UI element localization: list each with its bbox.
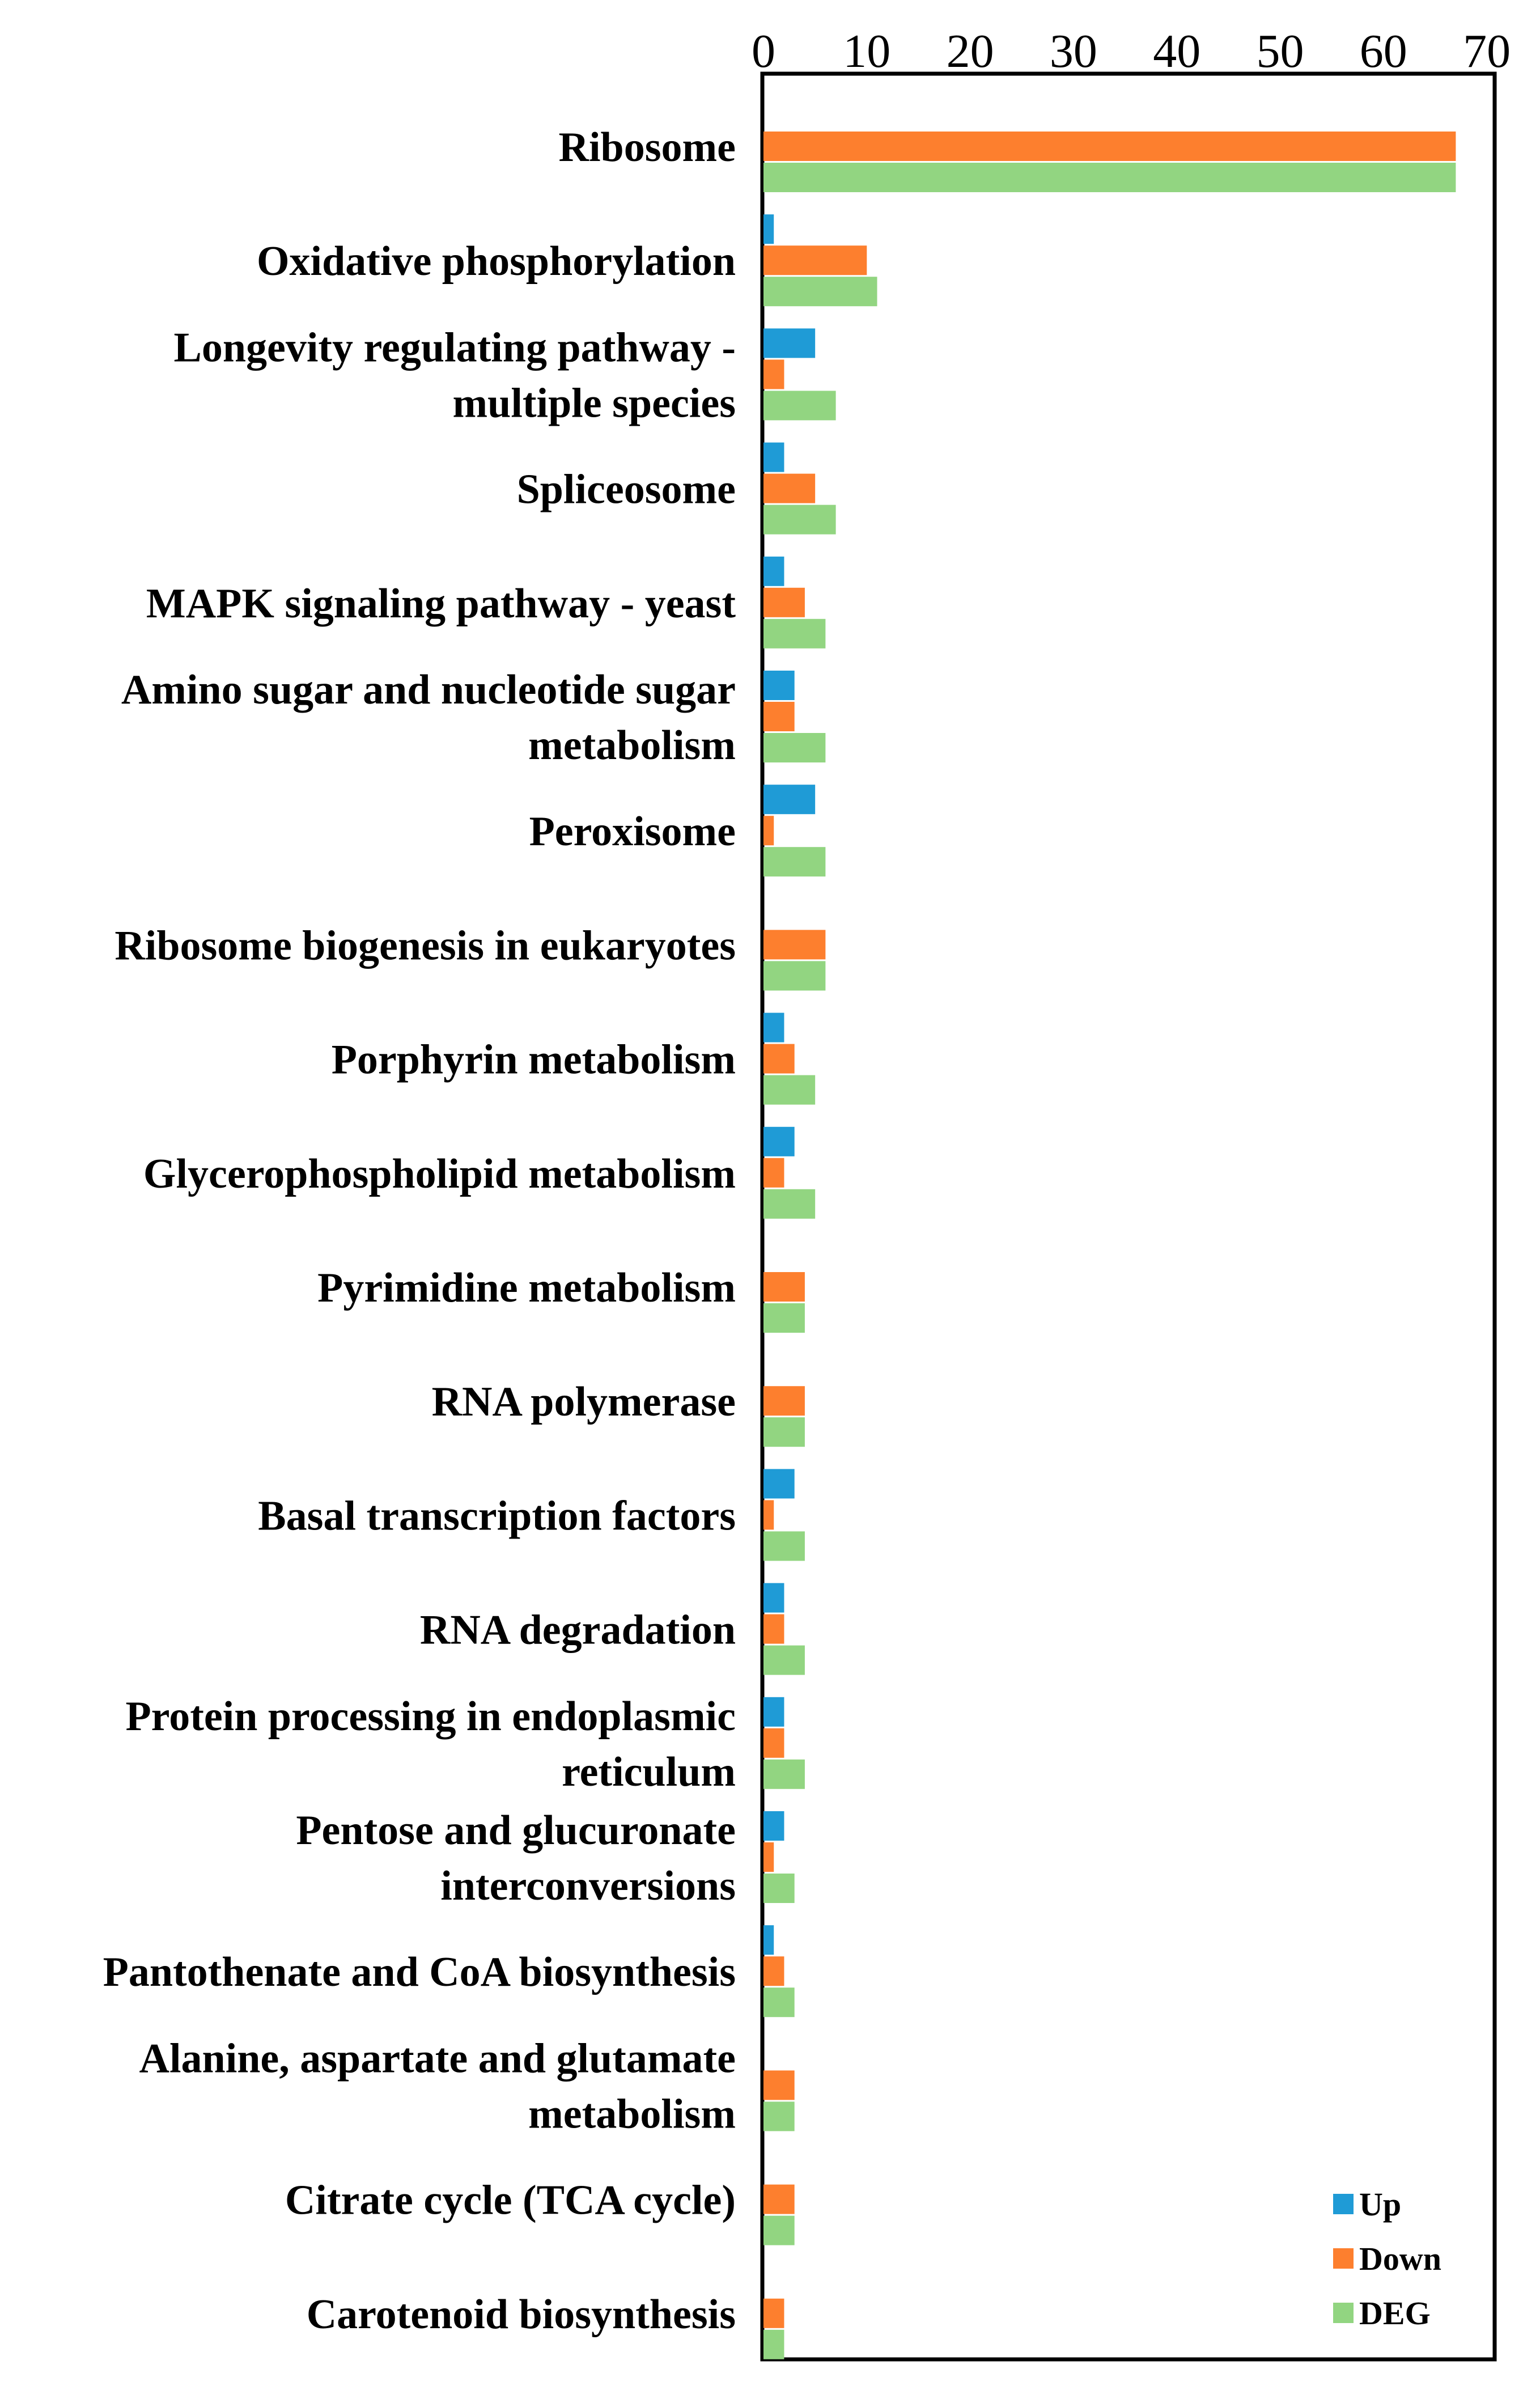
- category-label: Amino sugar and nucleotide sugar: [121, 667, 736, 713]
- bar-up: [763, 556, 784, 586]
- bar-down: [763, 1614, 784, 1644]
- legend-swatch-deg: [1333, 2303, 1354, 2323]
- category-label: Alanine, aspartate and glutamate: [139, 2035, 736, 2082]
- category-label: Peroxisome: [529, 808, 736, 855]
- category-label: RNA degradation: [420, 1607, 736, 1654]
- x-tick-label: 40: [1153, 25, 1200, 78]
- bar-down: [763, 132, 1456, 161]
- bar-down: [763, 1500, 774, 1530]
- bar-deg: [763, 961, 826, 991]
- bar-deg: [763, 1759, 805, 1789]
- x-tick-label: 0: [752, 25, 775, 78]
- bar-deg: [763, 163, 1456, 192]
- bar-up: [763, 328, 816, 358]
- category-label: reticulum: [562, 1749, 736, 1795]
- bar-deg: [763, 2101, 795, 2131]
- bar-down: [763, 1728, 784, 1758]
- bar-down: [763, 702, 795, 731]
- bar-up: [763, 1469, 795, 1499]
- category-label: Porphyrin metabolism: [332, 1037, 736, 1083]
- category-label: Protein processing in endoplasmic: [125, 1693, 736, 1740]
- bar-down: [763, 473, 816, 503]
- bar-up: [763, 1012, 784, 1042]
- bar-down: [763, 245, 867, 276]
- legend-label-up: Up: [1359, 2186, 1401, 2223]
- category-label: Ribosome: [559, 124, 736, 171]
- category-label: metabolism: [528, 722, 736, 769]
- bar-down: [763, 816, 774, 846]
- bar-deg: [763, 2329, 784, 2359]
- bar-up: [763, 1811, 784, 1841]
- bar-down: [763, 2298, 784, 2328]
- bar-deg: [763, 733, 826, 762]
- bar-down: [763, 1956, 784, 1986]
- bar-down: [763, 930, 826, 960]
- legend-swatch-down: [1333, 2248, 1354, 2269]
- category-label: Longevity regulating pathway -: [173, 324, 736, 371]
- bar-down: [763, 1842, 774, 1872]
- plot-frame: [760, 71, 1497, 2362]
- x-tick-label: 30: [1050, 25, 1097, 78]
- bar-up: [763, 785, 816, 815]
- bar-up: [763, 442, 784, 472]
- category-label: Ribosome biogenesis in eukaryotes: [114, 922, 736, 969]
- bar-deg: [763, 618, 826, 649]
- bar-deg: [763, 1645, 805, 1675]
- bar-up: [763, 214, 774, 244]
- category-label: RNA polymerase: [432, 1379, 736, 1425]
- x-tick-label: 10: [843, 25, 890, 78]
- category-label: Pentose and glucuronate: [296, 1807, 736, 1854]
- x-tick-label: 50: [1257, 25, 1304, 78]
- x-tick-label: 60: [1360, 25, 1407, 78]
- bar-up: [763, 671, 795, 700]
- bar-down: [763, 587, 805, 617]
- legend-swatch-up: [1333, 2194, 1354, 2214]
- bar-down: [763, 1386, 805, 1416]
- bar-deg: [763, 1874, 795, 1903]
- bar-down: [763, 1272, 805, 1302]
- x-tick-label: 20: [947, 25, 994, 78]
- bar-deg: [763, 1303, 805, 1333]
- bar-down: [763, 359, 784, 389]
- bar-up: [763, 1697, 784, 1727]
- bar-up: [763, 1126, 795, 1156]
- bar-down: [763, 2184, 795, 2214]
- legend-label-deg: DEG: [1359, 2295, 1431, 2332]
- category-label: multiple species: [453, 380, 736, 426]
- bar-deg: [763, 391, 836, 421]
- category-label: Oxidative phosphorylation: [257, 238, 736, 285]
- category-label: interconversions: [440, 1863, 736, 1909]
- x-tick-label: 70: [1463, 25, 1511, 78]
- bar-deg: [763, 1189, 816, 1219]
- category-label: Citrate cycle (TCA cycle): [285, 2177, 736, 2224]
- bar-deg: [763, 2215, 795, 2245]
- bar-deg: [763, 1417, 805, 1447]
- category-label: Spliceosome: [517, 467, 736, 513]
- category-label: Glycerophospholipid metabolism: [143, 1151, 736, 1197]
- legend-label-down: Down: [1359, 2240, 1441, 2277]
- bar-deg: [763, 1531, 805, 1561]
- bar-up: [763, 1925, 774, 1955]
- bar-deg: [763, 505, 836, 535]
- bar-deg: [763, 1987, 795, 2018]
- category-label: metabolism: [528, 2091, 736, 2137]
- category-label: Pantothenate and CoA biosynthesis: [103, 1949, 736, 1995]
- category-label: MAPK signaling pathway - yeast: [146, 580, 736, 627]
- bar-deg: [763, 847, 826, 877]
- bar-down: [763, 1158, 784, 1188]
- category-label: Pyrimidine metabolism: [317, 1265, 736, 1311]
- category-label: Carotenoid biosynthesis: [307, 2291, 736, 2338]
- bar-down: [763, 2070, 795, 2100]
- category-label: Basal transcription factors: [258, 1493, 736, 1539]
- bar-down: [763, 1044, 795, 1074]
- bar-deg: [763, 277, 877, 307]
- bar-deg: [763, 1075, 816, 1105]
- bar-up: [763, 1583, 784, 1613]
